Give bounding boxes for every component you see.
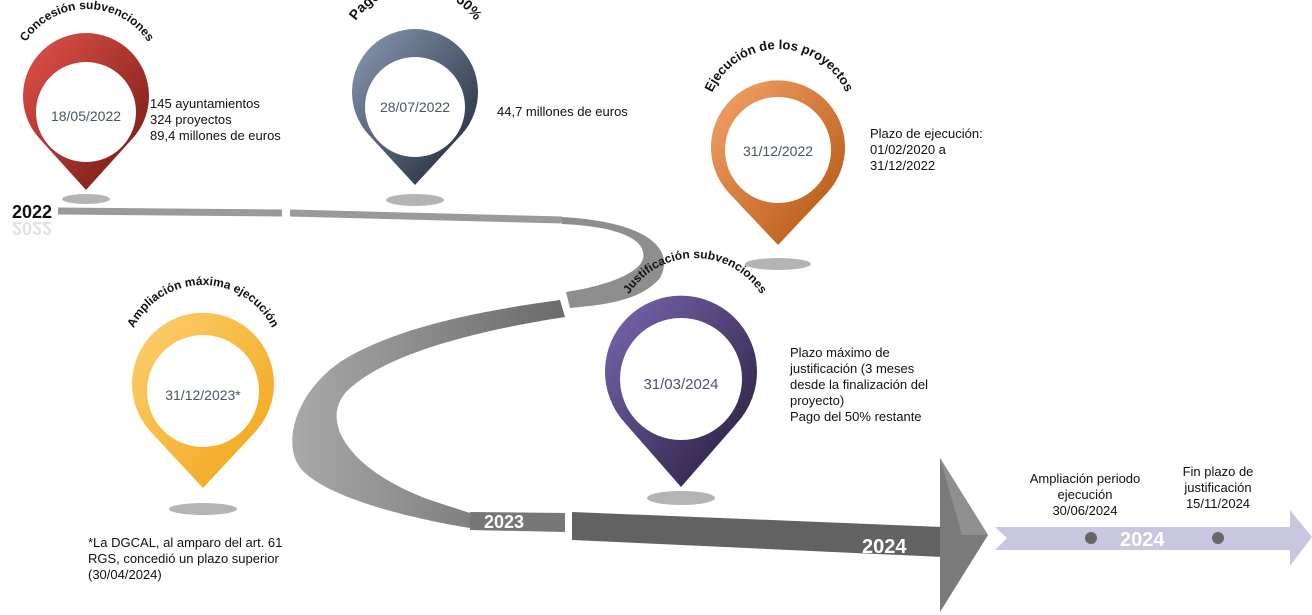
road-curve-lower <box>292 300 565 528</box>
milestone-description-concesion: 145 ayuntamientos 324 proyectos 89,4 mil… <box>150 96 281 143</box>
road-bottom-segment-2024 <box>572 512 943 557</box>
year-label-2022-reflection: 2022 <box>12 218 52 238</box>
road-bottom-segment-2023 <box>470 512 565 532</box>
milestone-date: 31/12/2023* <box>165 387 241 403</box>
milestone-pin-concesion: 18/05/2022 Concesión subvenciones <box>17 0 157 190</box>
extension-dot-2 <box>1212 532 1224 544</box>
milestone-date: 31/12/2022 <box>743 143 813 159</box>
milestone-pin-ampliacion: 31/12/2023* Ampliación máxima ejecución <box>124 274 282 488</box>
milestone-description-justificacion: Plazo máximo de justificación (3 meses d… <box>790 345 929 424</box>
road-top-segment <box>57 207 563 224</box>
pin-shadow <box>745 258 811 270</box>
road-curve-upper <box>562 217 665 308</box>
milestone-date: 18/05/2022 <box>51 108 121 124</box>
footnote: *La DGCAL, al amparo del art. 61 RGS, co… <box>88 535 283 582</box>
extension-end-label: Fin plazo de justificación 15/11/2024 <box>1182 464 1254 511</box>
milestone-description-pago: 44,7 millones de euros <box>497 104 628 119</box>
milestone-title: Pago anticipado 50% <box>345 0 485 23</box>
year-label-2022: 2022 <box>12 202 52 222</box>
year-label-2024-extension: 2024 <box>1120 529 1165 551</box>
extension-label: Ampliación periodo ejecución 30/06/2024 <box>1029 471 1141 518</box>
milestone-pin-ejecucion: 31/12/2022 Ejecución de los proyectos <box>701 37 857 245</box>
milestone-pin-justificacion: 31/03/2024 Justificación subvenciones <box>605 247 770 487</box>
milestone-pin-pago-anticipado: 28/07/2022 Pago anticipado 50% <box>345 0 486 186</box>
milestone-date: 31/03/2024 <box>643 376 718 393</box>
year-label-2024-road: 2024 <box>862 536 907 558</box>
pin-shadow <box>647 491 715 505</box>
pin-shadow <box>62 194 110 204</box>
pin-shadow <box>386 194 444 206</box>
extension-arrow <box>995 510 1312 566</box>
road-arrowhead-shade <box>940 458 988 535</box>
pin-shadow <box>169 503 237 515</box>
milestone-description-ejecucion: Plazo de ejecución: 01/02/2020 a 31/12/2… <box>870 126 983 173</box>
extension-dot-1 <box>1085 532 1097 544</box>
milestone-date: 28/07/2022 <box>380 99 450 115</box>
year-label-2023: 2023 <box>484 512 524 532</box>
